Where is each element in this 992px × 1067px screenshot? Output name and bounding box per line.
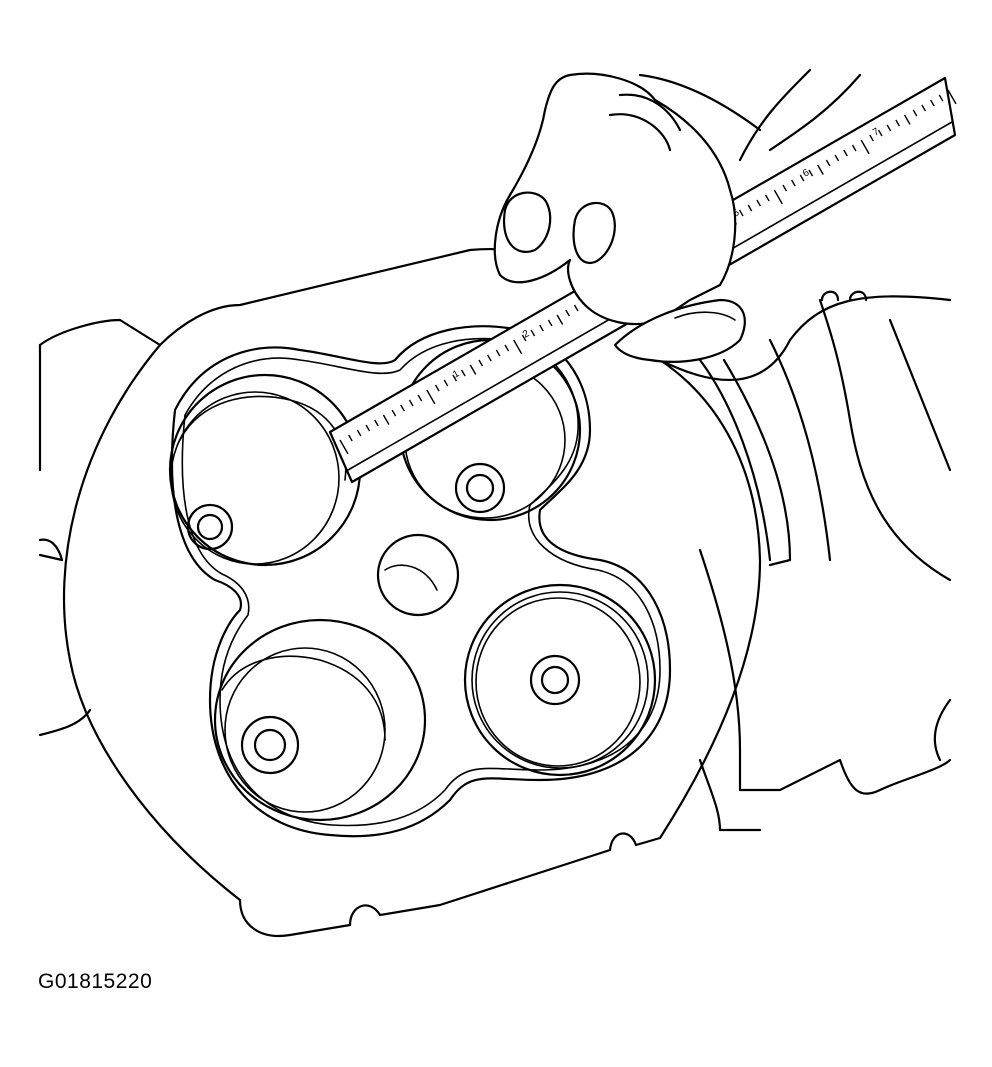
- ruler-tick: [365, 424, 371, 432]
- ruler-tick: [556, 314, 564, 325]
- ruler-tick: [791, 179, 796, 187]
- ruler-tick: [417, 394, 423, 402]
- ruler-tick: [348, 434, 353, 442]
- ruler-tick: [869, 134, 874, 142]
- ruler-tick: [565, 309, 570, 317]
- ruler-tick: [860, 139, 870, 155]
- ruler-tick: [382, 414, 390, 425]
- hand: [493, 68, 862, 363]
- ruler-tick: [513, 339, 523, 355]
- engine-block-right: [658, 290, 952, 832]
- ruler-tick: [912, 109, 918, 117]
- ruler-tick: [443, 379, 449, 387]
- ruler-tick: [530, 329, 536, 337]
- ruler-tick: [764, 194, 770, 202]
- ruler-tick: [843, 149, 848, 157]
- ruler-tick: [460, 369, 466, 377]
- ruler-tick: [825, 159, 831, 167]
- ruler-number-5: 5: [731, 207, 742, 220]
- ruler-tick: [547, 319, 553, 327]
- ruler-tick: [504, 344, 510, 352]
- combustion-chamber: [170, 325, 672, 838]
- spark-plug-hole: [376, 533, 460, 617]
- ruler-number-6: 6: [801, 167, 812, 180]
- ruler-tick: [756, 199, 762, 207]
- ruler-tick: [339, 439, 349, 455]
- valve-upper-left: [168, 373, 362, 567]
- ruler-tick: [921, 104, 927, 112]
- ruler-tick: [434, 384, 440, 392]
- ruler-tick: [573, 304, 579, 312]
- ruler-tick: [938, 94, 944, 102]
- ruler-tick: [539, 324, 544, 332]
- ruler-tick: [834, 154, 840, 162]
- ruler-tick: [408, 399, 414, 407]
- ruler-tick: [400, 404, 405, 412]
- ruler-tick: [452, 374, 458, 382]
- ruler-tick: [478, 359, 484, 367]
- ruler-tick: [374, 419, 379, 427]
- ruler-number-1: 1: [451, 368, 462, 381]
- ruler-tick: [487, 354, 492, 362]
- ruler-tick: [495, 349, 501, 357]
- ruler-tick: [895, 119, 900, 127]
- ruler-tick: [391, 409, 397, 417]
- ruler-tick: [356, 429, 362, 437]
- ruler-tick: [903, 114, 911, 125]
- valve-lower-right: [463, 583, 657, 777]
- ruler-tick: [808, 169, 814, 177]
- ruler-tick: [886, 124, 892, 132]
- ruler-tick: [738, 209, 744, 217]
- ruler-tick: [817, 164, 824, 175]
- ruler-tick: [851, 144, 857, 152]
- ruler-tick: [773, 189, 783, 205]
- ruler-tick: [782, 184, 788, 192]
- ruler-tick: [947, 89, 957, 105]
- ruler-tick: [877, 129, 883, 137]
- figure-code-label: G01815220: [38, 970, 153, 993]
- ruler-number-2: 2: [521, 328, 532, 341]
- ruler-tick: [799, 174, 805, 182]
- ruler-tick: [747, 204, 753, 212]
- ruler-tick: [521, 334, 527, 342]
- valve-lower-left: [213, 618, 427, 822]
- ruler-number-7: 7: [871, 126, 882, 139]
- engine-block-left: [38, 318, 162, 737]
- ruler-tick: [930, 99, 935, 107]
- ruler-tick: [426, 389, 436, 405]
- ruler-tick: [469, 364, 477, 375]
